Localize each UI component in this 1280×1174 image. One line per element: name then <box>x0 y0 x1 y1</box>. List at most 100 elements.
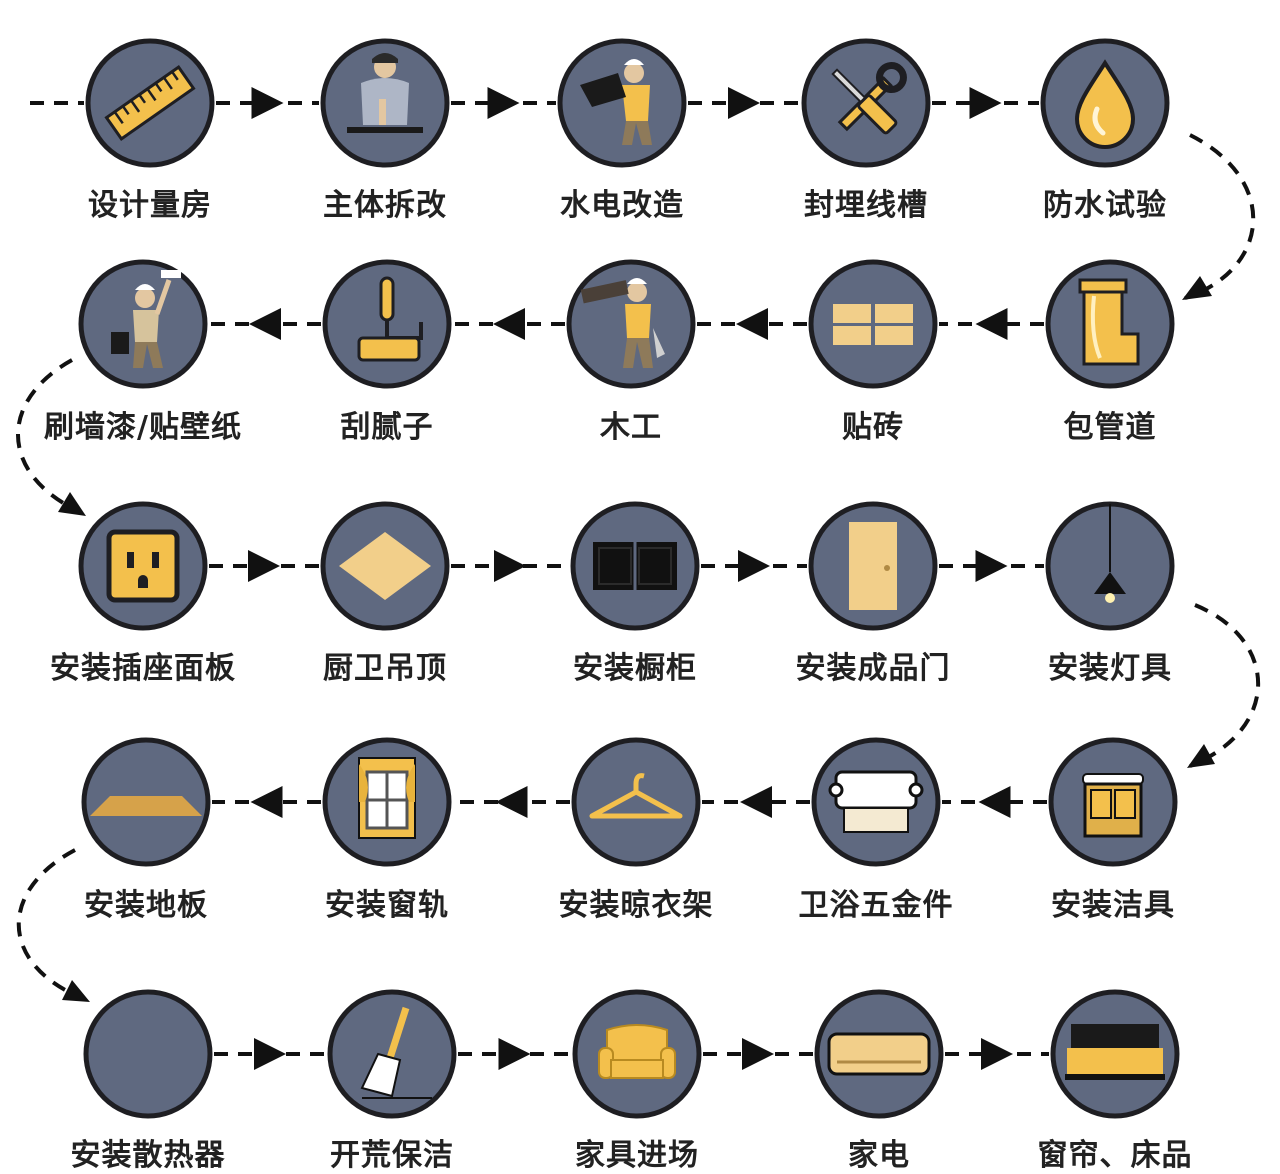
step-label: 刮腻子 <box>340 410 434 445</box>
paint-roller-icon <box>357 276 423 362</box>
demolition-worker-icon <box>347 53 423 133</box>
step-node <box>566 259 696 389</box>
tiles-icon <box>833 304 913 345</box>
step-circle <box>808 259 938 389</box>
painter-icon <box>111 270 181 368</box>
door-icon <box>849 522 897 610</box>
air-conditioner-icon <box>827 1032 931 1076</box>
pipe-icon <box>1078 278 1140 366</box>
curtain-window-icon <box>358 757 416 839</box>
step-node <box>83 989 213 1119</box>
step-node <box>1050 989 1180 1119</box>
step-node <box>1040 38 1170 168</box>
flow-turn-connector <box>16 848 76 997</box>
towel-holder-icon <box>828 770 924 833</box>
flow-turn-connector <box>1189 603 1261 768</box>
step-label: 封埋线槽 <box>804 188 928 223</box>
step-label: 安装橱柜 <box>573 651 697 686</box>
flow-nodes <box>78 38 1180 1119</box>
step-label: 安装洁具 <box>1051 888 1175 923</box>
flow-arrow <box>981 1038 1013 1070</box>
step-node <box>571 737 701 867</box>
sofa-icon <box>598 1024 676 1079</box>
flow-arrow <box>487 87 520 119</box>
broom-icon <box>360 1006 432 1099</box>
step-node <box>85 38 215 168</box>
step-node <box>808 259 938 389</box>
step-label: 安装窗轨 <box>325 888 449 923</box>
flow-turn-arrow <box>62 980 90 1002</box>
step-node <box>78 259 208 389</box>
step-node <box>814 989 944 1119</box>
flow-turn-connector <box>1184 133 1256 300</box>
flow-arrow <box>736 308 768 340</box>
flow-turn-connector <box>16 358 73 510</box>
step-label: 主体拆改 <box>323 188 447 223</box>
step-node <box>1048 737 1178 867</box>
flow-turn-arrow <box>58 492 86 516</box>
pendant-lamp-icon <box>1094 504 1126 603</box>
step-label: 安装成品门 <box>795 651 951 686</box>
step-node <box>322 259 452 389</box>
step-label: 木工 <box>600 410 662 445</box>
step-node <box>81 737 211 867</box>
step-node <box>1045 259 1175 389</box>
flow-arrow <box>975 550 1008 582</box>
vanity-sink-icon <box>1082 773 1144 838</box>
step-label: 安装地板 <box>84 888 208 923</box>
step-node <box>320 38 450 168</box>
flow-arrow <box>254 1038 286 1070</box>
step-label: 安装插座面板 <box>50 651 236 686</box>
step-node <box>327 989 457 1119</box>
step-circle <box>571 737 701 867</box>
step-label: 设计量房 <box>88 188 212 223</box>
carpenter-icon <box>580 278 665 368</box>
flow-arrow <box>251 87 284 119</box>
flow-turn-arrow <box>1182 276 1212 300</box>
flow-arrow <box>250 786 283 818</box>
flow-arrow <box>978 786 1011 818</box>
flow-arrow <box>740 786 772 818</box>
ruler-icon <box>104 65 196 141</box>
flow-arrow <box>494 550 526 582</box>
step-label: 安装灯具 <box>1048 651 1172 686</box>
bed-icon <box>1065 1024 1165 1080</box>
step-node <box>322 737 452 867</box>
step-node <box>78 501 208 631</box>
power-socket-icon <box>106 529 180 603</box>
step-label: 卫浴五金件 <box>798 888 954 923</box>
clothes-hanger-icon <box>589 773 683 819</box>
step-node <box>320 501 450 631</box>
step-label: 家电 <box>848 1138 910 1173</box>
step-node <box>557 38 687 168</box>
step-label: 窗帘、床品 <box>1037 1138 1193 1173</box>
step-node <box>811 737 941 867</box>
plumbing-worker-icon <box>580 59 652 145</box>
step-label: 安装散热器 <box>70 1138 226 1173</box>
floor-plank-icon <box>90 796 202 816</box>
cabinet-icon <box>593 542 677 590</box>
flow-arrow <box>975 308 1008 340</box>
flow-connectors <box>16 87 1261 1070</box>
flow-arrow <box>728 87 760 119</box>
flow-arrow <box>495 786 528 818</box>
flow-arrow <box>738 550 770 582</box>
step-label: 水电改造 <box>560 188 684 223</box>
flow-arrow <box>498 1038 531 1070</box>
step-circle <box>557 38 687 168</box>
step-label: 家具进场 <box>575 1138 699 1173</box>
flow-arrow <box>969 87 1002 119</box>
step-label: 开荒保洁 <box>330 1138 454 1173</box>
flow-arrow <box>248 550 280 582</box>
step-node <box>808 501 938 631</box>
step-label: 贴砖 <box>842 410 904 445</box>
ceiling-panel-icon <box>339 532 431 600</box>
flow-turn-arrow <box>1187 744 1215 768</box>
step-label: 安装晾衣架 <box>558 888 714 923</box>
water-drop-icon <box>1074 59 1136 149</box>
step-circle <box>83 989 213 1119</box>
step-label: 包管道 <box>1063 410 1157 445</box>
step-label: 防水试验 <box>1043 188 1167 223</box>
